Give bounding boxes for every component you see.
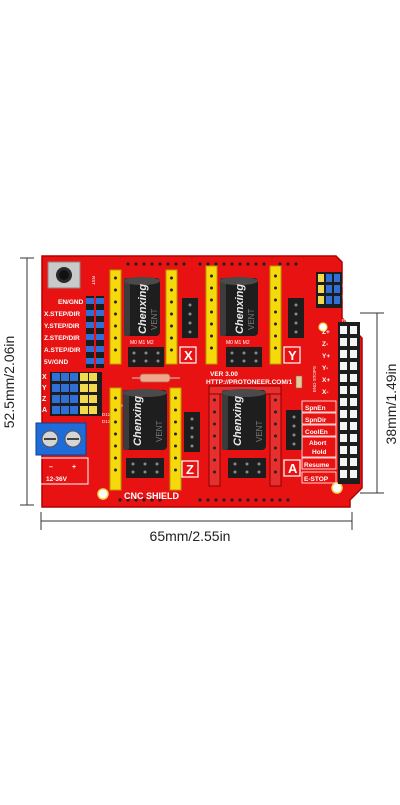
mounting-hole	[331, 482, 343, 494]
driver-socket-y	[205, 265, 282, 365]
endstop-x-plus: X+	[322, 377, 330, 384]
endstop-y-plus: Y+	[322, 353, 330, 360]
header-dimension	[360, 312, 384, 494]
endstop-y-minus: Y-	[322, 365, 328, 372]
reset-button	[47, 261, 81, 289]
capacitor-y	[220, 277, 258, 336]
height-label: 52.5mm/2.06in	[1, 336, 17, 429]
power-terminal	[35, 422, 87, 456]
axis-x-label: X	[184, 348, 193, 363]
left-label-x-step: X.STEP/DIR	[44, 311, 80, 318]
header-label: 38mm/1.49in	[383, 364, 399, 445]
ms-label-y: M0 M1 M2	[226, 340, 250, 346]
small-axis-z: Z	[42, 396, 47, 403]
power-label-box	[37, 457, 89, 485]
small-axis-x: X	[42, 374, 47, 381]
left-pin-header	[86, 296, 104, 368]
motor-header-x	[182, 298, 198, 338]
motor-header-y	[288, 298, 304, 338]
axis-z-label: Z	[186, 462, 194, 477]
ms-jumpers-y	[226, 347, 262, 367]
version-label: VER 3.00	[210, 371, 238, 378]
ctrl-coolen: CoolEn	[305, 429, 328, 436]
width-label: 65mm/2.55in	[150, 528, 231, 544]
d12-label: D12	[102, 412, 111, 417]
left-label-z-step: Z.STEP/DIR	[44, 335, 80, 342]
d13-label: D13	[102, 419, 111, 424]
power-minus: –	[49, 464, 53, 471]
ctrl-spnen: SpnEn	[305, 405, 326, 412]
small-axis-a: A	[42, 407, 47, 414]
axis-y-label: Y	[288, 348, 297, 363]
right-pin-header	[338, 322, 360, 484]
capacitor-x-mark: VENT	[150, 309, 159, 330]
power-plus: +	[72, 464, 76, 471]
small-axis-y: Y	[42, 385, 47, 392]
i2c-header	[316, 272, 342, 308]
resistor	[295, 375, 303, 389]
ms-jumpers-x	[128, 347, 164, 367]
left-label-5v-gnd: 5V/GND	[44, 359, 69, 366]
motor-header-z	[184, 412, 200, 452]
capacitor-a-mark: VENT	[255, 421, 264, 442]
board-title: CNC SHIELD	[124, 491, 180, 501]
capacitor-y-brand: Chenxing	[234, 284, 246, 334]
fuse	[132, 373, 180, 383]
capacitor-z-mark: VENT	[155, 421, 164, 442]
ctrl-abort: Abort	[309, 440, 327, 447]
ms-jumpers-z	[126, 458, 164, 478]
capacitor-a	[222, 389, 266, 450]
ctrl-estop: E-STOP	[304, 476, 329, 483]
capacitor-x	[124, 277, 160, 336]
ctrl-hold: Hold	[312, 449, 326, 456]
ms-label-x: M0 M1 M2	[130, 340, 154, 346]
bottom-pad-row	[118, 498, 290, 502]
i2c-rst: RST	[342, 318, 351, 323]
jumper-pins	[131, 351, 261, 474]
pcb-board	[41, 255, 363, 508]
microstep-jumpers	[50, 372, 102, 416]
driver-socket-x	[109, 269, 178, 365]
driver-socket-z	[109, 387, 182, 491]
i2c-scl: SCL	[342, 283, 351, 288]
rst-label: RST	[91, 276, 96, 285]
endstop-z-minus: Z-	[322, 341, 328, 348]
top-pad-row	[126, 262, 298, 266]
capacitor-z-brand: Chenxing	[132, 396, 144, 446]
mounting-hole	[318, 322, 328, 332]
left-label-a-step: A.STEP/DIR	[44, 347, 81, 354]
i2c-sda: SDA	[342, 294, 351, 299]
power-range: 12-36V	[46, 476, 68, 483]
height-dimension	[20, 257, 34, 506]
ctrl-spndir: SpnDir	[305, 417, 327, 424]
endstop-x-minus: X-	[322, 389, 329, 396]
left-label-y-step: Y.STEP/DIR	[44, 323, 80, 330]
endstop-z-plus: Z+	[322, 329, 330, 336]
url-label: HTTP://PROTONEER.COM/1	[206, 379, 293, 386]
capacitor-x-brand: Chenxing	[137, 284, 149, 334]
control-label-boxes	[301, 400, 337, 484]
capacitor-y-mark: VENT	[247, 309, 256, 330]
capacitor-a-brand: Chenxing	[232, 396, 244, 446]
capacitor-z	[123, 389, 167, 450]
left-label-en-gnd: EN/GND	[58, 299, 84, 306]
endstop-title: END STOPS	[312, 366, 317, 392]
axis-a-label: A	[288, 461, 298, 476]
motor-header-a	[286, 410, 302, 450]
ms-jumpers-a	[228, 458, 266, 478]
width-dimension	[40, 512, 353, 530]
ctrl-resume: Resume	[304, 462, 330, 469]
mounting-hole	[97, 488, 109, 500]
